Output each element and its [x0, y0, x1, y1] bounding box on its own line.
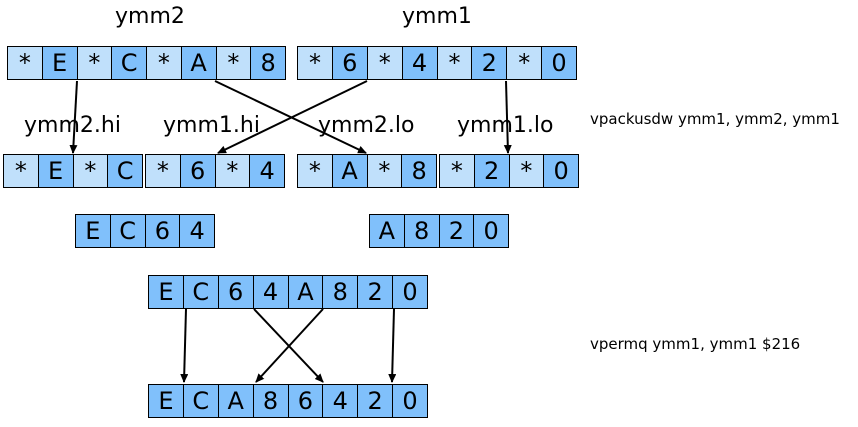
register-cell: 8 [401, 155, 436, 187]
register-cell: 8 [250, 47, 285, 79]
register-cell: * [4, 155, 38, 187]
register-cell: * [214, 155, 250, 187]
register-cell: 2 [473, 155, 509, 187]
arrow-ymm2-lo [214, 80, 367, 154]
register-ymm2-lo: *A*8 [297, 154, 437, 188]
arrow-ymm2-hi [69, 80, 78, 154]
register-ymm1-source: *6*4*2*0 [297, 46, 577, 80]
register-cell: * [298, 155, 332, 187]
register-cell: 4 [252, 276, 288, 308]
register-ymm2-hi: *E*C [3, 154, 143, 188]
register-cell: E [76, 215, 110, 247]
register-cell: 4 [401, 47, 437, 79]
register-cell: 0 [541, 47, 576, 79]
register-cell: E [149, 385, 183, 417]
register-cell: 4 [322, 385, 358, 417]
register-cell: * [506, 47, 542, 79]
register-cell: C [109, 215, 145, 247]
register-cell: 2 [357, 385, 393, 417]
register-cell: A [217, 385, 253, 417]
register-cell: 4 [179, 215, 214, 247]
label-ymm2-lo: ymm2.lo [318, 113, 415, 138]
register-cell: 6 [331, 47, 367, 79]
register-cell: * [440, 155, 474, 187]
register-cell: 0 [473, 215, 508, 247]
register-cell: 6 [144, 215, 180, 247]
arrow-perm-q3 [180, 308, 189, 383]
register-cell: * [215, 47, 251, 79]
label-ymm2: ymm2 [115, 4, 185, 29]
arrow-perm-q1 [255, 308, 324, 383]
register-cell: 6 [179, 155, 215, 187]
register-cell: 2 [357, 276, 393, 308]
register-cell: 6 [287, 385, 323, 417]
register-cell: A [370, 215, 404, 247]
register-cell: 2 [438, 215, 474, 247]
instruction-vpackusdw: vpackusdw ymm1, ymm2, ymm1 [590, 110, 840, 128]
register-cell: 6 [217, 276, 253, 308]
register-cell: 0 [543, 155, 578, 187]
register-cell: 8 [403, 215, 439, 247]
register-cell: E [37, 155, 73, 187]
register-cell: C [107, 155, 142, 187]
register-cell: 0 [392, 385, 427, 417]
register-cell: A [180, 47, 216, 79]
register-cell: * [72, 155, 108, 187]
register-cell: 0 [392, 276, 427, 308]
arrow-ymm1-lo [503, 80, 512, 154]
register-cell: 8 [252, 385, 288, 417]
register-ymm1-hi: *6*4 [145, 154, 285, 188]
arrow-perm-q0 [388, 308, 397, 383]
register-cell: 4 [249, 155, 284, 187]
label-ymm1-hi: ymm1.hi [163, 113, 260, 138]
register-cell: * [146, 155, 180, 187]
register-cell: 8 [322, 276, 358, 308]
register-cell: E [41, 47, 77, 79]
instruction-vpermq: vpermq ymm1, ymm1 $216 [590, 335, 801, 353]
register-cell: * [436, 47, 472, 79]
register-cell: * [298, 47, 332, 79]
register-ymm2-source: *E*C*A*8 [7, 46, 286, 80]
label-ymm1: ymm1 [402, 4, 472, 29]
register-cell: A [287, 276, 323, 308]
register-cell: * [146, 47, 181, 79]
register-cell: 2 [471, 47, 507, 79]
register-cell: * [366, 155, 402, 187]
register-ymm1-lo: *2*0 [439, 154, 579, 188]
register-cell: * [508, 155, 544, 187]
register-cell: * [8, 47, 42, 79]
register-cell: * [76, 47, 112, 79]
register-cell: E [149, 276, 183, 308]
register-cell: C [111, 47, 146, 79]
register-cell: * [366, 47, 402, 79]
label-ymm2-hi: ymm2.hi [24, 113, 121, 138]
register-cell: A [331, 155, 367, 187]
register-cell: C [182, 385, 218, 417]
label-ymm1-lo: ymm1.lo [457, 113, 554, 138]
register-cell: C [182, 276, 218, 308]
